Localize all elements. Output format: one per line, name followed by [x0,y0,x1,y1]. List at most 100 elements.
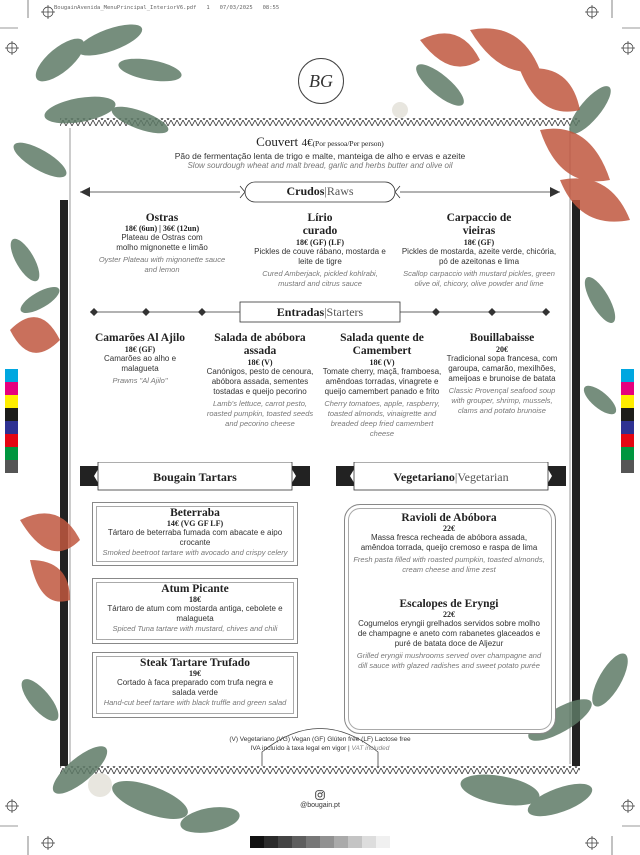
item-desc: Plateau de Ostras com molho mignonette e… [116,233,208,252]
couvert-desc-pt: Pão de fermentação lenta de trigo e malt… [174,151,466,161]
couvert-price-note: (Por pessoa/Per person) [312,139,384,148]
section-title-tartars: Bougain Tartars [98,470,292,485]
section-title-crudos: Crudos|Raws [245,184,395,199]
veg-item-eryngi: Escalopes de Eryngi 22€ Cogumelos eryngi… [352,598,546,671]
item-desc-en: Prawns "Al Ajilo" [112,376,168,385]
entradas-sub: Starters [326,305,364,319]
tartar-box-steak: Steak Tartare Trufado 19€ Cortado à faca… [92,652,298,718]
swatch [5,369,18,382]
entradas-item-camaroes: Camarões Al Ajilo 18€ (GF) Camarões ao a… [92,332,188,386]
item-price: 18€ (V) [247,358,273,367]
item-desc-en: Oyster Plateau with mignonette sauce and… [98,255,226,274]
entradas-item-camembert: Salada quente de Camembert 18€ (V) Tomat… [320,332,444,439]
couvert-title: Couvert [256,134,299,149]
crudos-divider [80,181,560,203]
swatch [621,434,634,447]
item-price: 22€ [443,610,455,619]
item-desc: Tradicional sopa francesa, com garoupa, … [446,354,558,383]
item-desc: Camarões ao alho e malagueta [103,354,177,373]
gray-step [334,836,348,848]
crudos-main: Crudos [286,184,325,198]
item-desc: Tártaro de beterraba fumada com abacate … [107,528,283,547]
item-desc-en: Lamb's lettuce, carrot pesto, roasted pu… [206,399,314,428]
item-price: 20€ [496,345,508,354]
item-price: 22€ [443,524,455,533]
entradas-item-salada-abobora: Salada de abóbora assada 18€ (V) Canónig… [200,332,320,429]
gray-step [306,836,320,848]
item-name: Carpaccio de vieiras [446,212,512,237]
item-name: Lírio curado [302,212,338,237]
print-header: BougainAvenida_MenuPrincipal_InteriorV6.… [54,5,280,11]
crudos-item-lirio: Lírio curado 18€ (GF) (LF) Pickles de co… [252,212,388,289]
item-name: Atum Picante [161,583,229,595]
couvert-heading: Couvert 4€(Por pessoa/Per person) [140,134,500,150]
swatch [5,382,18,395]
item-desc: Canónigos, pesto de cenoura, abóbora ass… [206,367,314,396]
swatch [5,460,18,473]
entradas-divider [90,301,550,323]
vegetariano-banner [336,462,566,491]
crudos-sub: Raws [326,184,354,198]
item-desc-en: Smoked beetroot tartare with avocado and… [102,548,288,557]
item-price: 19€ [189,669,201,678]
item-name: Beterraba [170,507,220,519]
crudos-item-carpaccio: Carpaccio de vieiras 18€ (GF) Pickles de… [398,212,560,289]
item-desc-en: Cherry tomatoes, apple, raspberry, toast… [324,399,440,438]
item-price: 14€ (VG GF LF) [166,519,224,528]
item-desc: Tártaro de atum com mostarda antiga, ceb… [107,604,283,623]
vegetariano-main: Vegetariano [393,470,455,484]
gray-step [362,836,376,848]
couvert-desc-en: Slow sourdough wheat and malt bread, gar… [187,161,453,170]
vegetariano-box [344,504,556,734]
item-desc-en: Scallop carpaccio with mustard pickles, … [403,269,555,288]
item-price: 18€ (V) [369,358,395,367]
social-handle[interactable]: @bougain.pt [300,802,340,809]
item-desc-en: Spiced Tuna tartare with mustard, chives… [112,624,278,633]
print-swatches-left [5,369,18,473]
registration-mark-icon [5,5,635,850]
entradas-item-bouillabaisse: Bouillabaisse 20€ Tradicional sopa franc… [446,332,558,416]
legend: (V) Vegetariano (VG) Vegan (GF) Glúten f… [170,735,470,753]
item-name: Bouillabaisse [469,332,535,344]
swatch [621,408,634,421]
gray-step [278,836,292,848]
item-desc-en: Grilled eryngii mushrooms served over ch… [356,651,542,670]
swatch [621,447,634,460]
swatch [5,447,18,460]
swatch [621,460,634,473]
logo: BG [298,58,344,104]
legend-vat-pt: IVA incluído à taxa legal em vigor | [250,745,350,752]
item-name: Ostras [145,212,179,224]
crudos-item-ostras: Ostras 18€ (6un) | 36€ (12un) Plateau de… [92,212,232,275]
tartar-box-beterraba: Beterraba 14€ (VG GF LF) Tártaro de bete… [92,502,298,566]
entradas-sep: | [324,305,327,319]
item-desc: Pickles de couve rábano, mostarda e leit… [254,247,386,266]
tartars-banner [80,462,310,491]
item-desc: Pickles de mostarda, azeite verde, chicó… [401,247,557,266]
item-desc-en: Hand-cut beef tartare with black truffle… [103,698,287,707]
legend-vat-en: VAT included [351,745,390,752]
print-swatches-right [621,369,634,473]
vegetariano-sub: Vegetarian [457,470,509,484]
gray-step [348,836,362,848]
swatch [5,421,18,434]
swatch [621,369,634,382]
entradas-main: Entradas [276,305,325,319]
logo-letters: BG [309,71,333,91]
gray-step [292,836,306,848]
item-name: Salada de abóbora assada [214,332,306,357]
item-desc: Cogumelos eryngii grelhados servidos sob… [357,619,541,648]
item-name: Steak Tartare Trufado [140,657,250,669]
legend-line2: IVA incluído à taxa legal em vigor | VAT… [170,744,470,753]
gray-step [376,836,390,848]
section-title-entradas: Entradas|Starters [240,305,400,320]
item-desc: Tomate cherry, maçã, framboesa, amêndoas… [322,367,442,396]
item-desc: Cortado à faca preparado com trufa negra… [116,678,274,697]
gray-scale-bar [250,836,390,848]
item-desc-en: Classic Provençal seafood soup with grou… [448,386,556,415]
couvert-block: Couvert 4€(Por pessoa/Per person) Pão de… [140,134,500,170]
section-title-vegetariano: Vegetariano|Vegetarian [354,470,548,485]
instagram-icon[interactable] [315,790,325,800]
social-block: @bougain.pt [280,790,360,809]
